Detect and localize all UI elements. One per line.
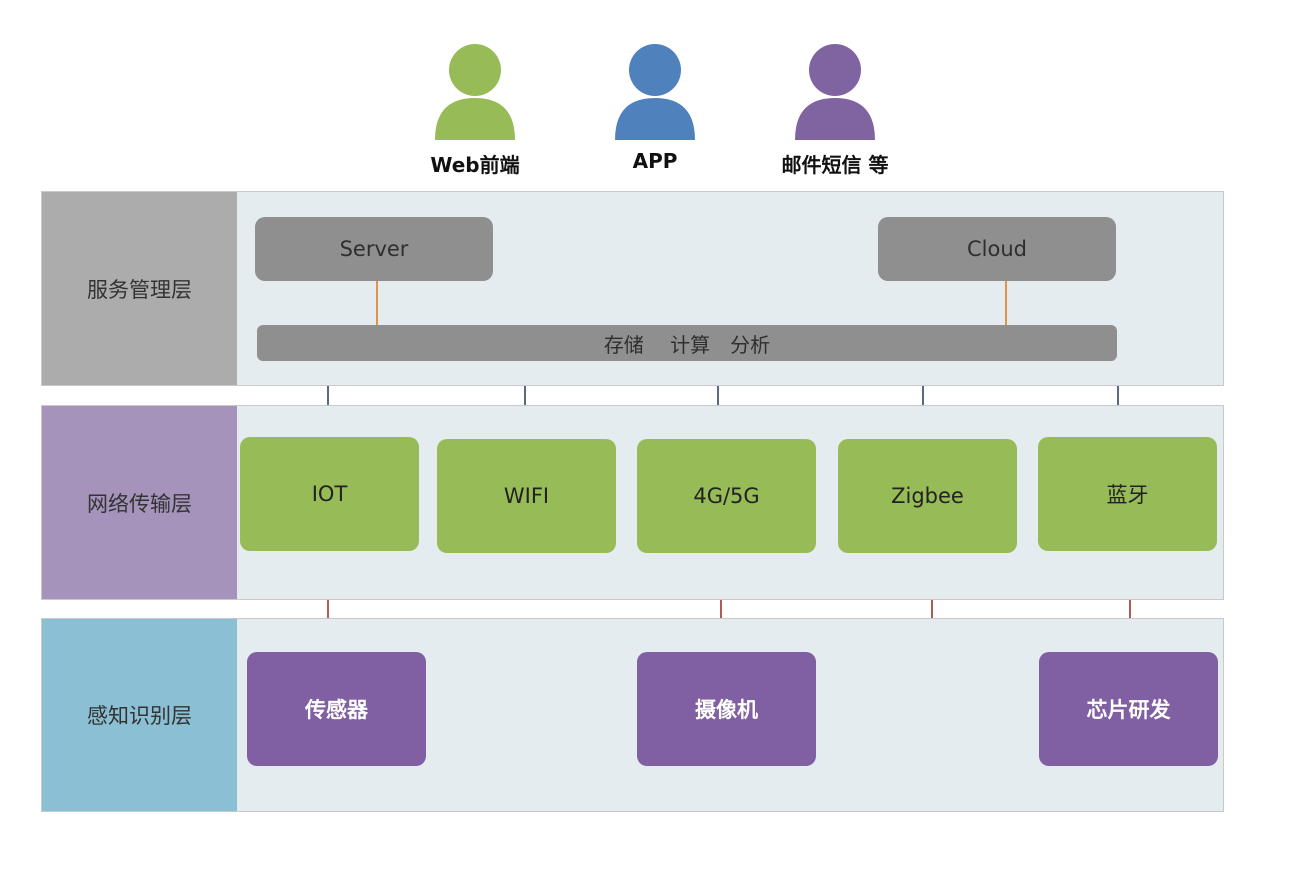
person-icon <box>615 44 695 140</box>
person-icon <box>795 44 875 140</box>
server-connector <box>376 281 378 325</box>
cloud-connector <box>1005 281 1007 325</box>
connector <box>922 386 924 405</box>
user-label: APP <box>632 149 678 173</box>
network-layer: 网络传输层 IOT WIFI 4G/5G Zigbee 蓝牙 <box>41 405 1224 600</box>
cloud-box: Cloud <box>878 217 1116 281</box>
network-item-bluetooth: 蓝牙 <box>1038 437 1217 551</box>
user-email-sms: 邮件短信 等 <box>770 40 900 178</box>
layer-title: 感知识别层 <box>42 619 237 811</box>
user-app: APP <box>600 40 710 173</box>
layer-title: 网络传输层 <box>42 406 237 599</box>
person-icon <box>435 44 515 140</box>
user-web-frontend: Web前端 <box>420 40 530 178</box>
connector <box>720 600 722 618</box>
connector <box>524 386 526 405</box>
service-layer: 服务管理层 Server Cloud 存储 计算 分析 <box>41 191 1224 386</box>
network-item-wifi: WIFI <box>437 439 616 553</box>
connector <box>931 600 933 618</box>
user-label: Web前端 <box>430 153 520 177</box>
connector <box>1117 386 1119 405</box>
perception-item-camera: 摄像机 <box>637 652 816 766</box>
perception-item-sensor: 传感器 <box>247 652 426 766</box>
layer-title: 服务管理层 <box>42 192 237 385</box>
connector <box>1129 600 1131 618</box>
network-item-iot: IOT <box>240 437 419 551</box>
server-box: Server <box>255 217 493 281</box>
storage-compute-analysis-bar: 存储 计算 分析 <box>257 325 1117 361</box>
user-label: 邮件短信 等 <box>781 153 889 177</box>
connector <box>717 386 719 405</box>
network-item-zigbee: Zigbee <box>838 439 1017 553</box>
connector <box>327 600 329 618</box>
network-item-4g5g: 4G/5G <box>637 439 816 553</box>
perception-layer: 感知识别层 传感器 摄像机 芯片研发 <box>41 618 1224 812</box>
connector <box>327 386 329 405</box>
perception-item-chip-rd: 芯片研发 <box>1039 652 1218 766</box>
